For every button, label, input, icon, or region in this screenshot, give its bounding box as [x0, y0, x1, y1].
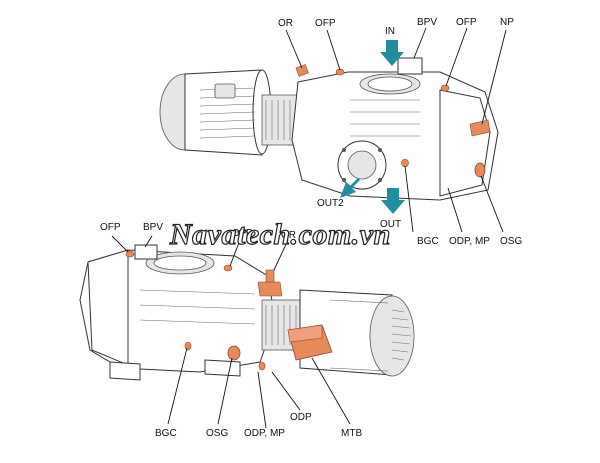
bottom-or-plug [257, 281, 283, 297]
bottom-label-or: OR [281, 230, 296, 241]
bottom-label-odp-mp: ODP, MP [244, 428, 285, 439]
bottom-label-ofp-left: OFP [100, 222, 121, 233]
top-label-np: NP [500, 17, 514, 28]
top-bgc-plug [401, 158, 409, 168]
out2-arrow [340, 178, 360, 198]
top-label-odp-mp: ODP, MP [449, 236, 490, 247]
top-osg-sight-glass [474, 162, 486, 178]
watermark-text: Navatech.com.vn [169, 218, 391, 251]
bottom-label-odp: ODP [290, 412, 312, 423]
top-label-out: OUT [380, 219, 401, 230]
top-leaders [285, 27, 507, 233]
top-label-ofp-left: OFP [315, 18, 336, 29]
bottom-orange-parts [125, 250, 333, 371]
top-label-osg: OSG [500, 236, 522, 247]
bottom-label-osg: OSG [206, 428, 228, 439]
bottom-ofp-mid-plug [223, 264, 233, 272]
top-label-out2: OUT2 [317, 198, 344, 209]
top-pump: OR OFP IN BPV OFP NP OUT2 OUT BGC ODP, M… [159, 17, 522, 247]
bottom-label-ofp-mid: OFP [232, 228, 253, 239]
bottom-label-mtb: MTB [341, 428, 362, 439]
in-arrow [380, 40, 404, 66]
bottom-ofp-left-plug [125, 250, 135, 258]
top-labels: OR OFP IN BPV OFP NP OUT2 OUT BGC ODP, M… [278, 17, 522, 247]
bottom-pump: OFP BPV OFP OR BGC OSG ODP, MP ODP MTB [79, 222, 415, 439]
top-motor [159, 69, 272, 156]
bottom-label-bpv: BPV [143, 222, 163, 233]
top-label-bgc: BGC [417, 236, 439, 247]
bottom-leaders [111, 235, 351, 429]
bottom-label-bgc: BGC [155, 428, 177, 439]
bottom-odp-plug [258, 361, 266, 371]
top-or-plug [295, 64, 309, 77]
bottom-labels: OFP BPV OFP OR BGC OSG ODP, MP ODP MTB [100, 222, 362, 439]
bottom-osg-sight-glass [227, 345, 241, 361]
out-arrow [381, 188, 405, 214]
bottom-bgc-plug [184, 341, 192, 351]
top-label-ofp-right: OFP [456, 17, 477, 28]
top-label-bpv: BPV [417, 17, 437, 28]
top-nameplate [469, 119, 491, 137]
top-ofp-right-plug [440, 84, 450, 92]
bottom-pump-body [79, 244, 276, 381]
top-label-or: OR [278, 18, 293, 29]
top-label-in: IN [385, 26, 395, 37]
top-flow-arrows [340, 40, 405, 214]
top-pump-body [291, 57, 499, 201]
